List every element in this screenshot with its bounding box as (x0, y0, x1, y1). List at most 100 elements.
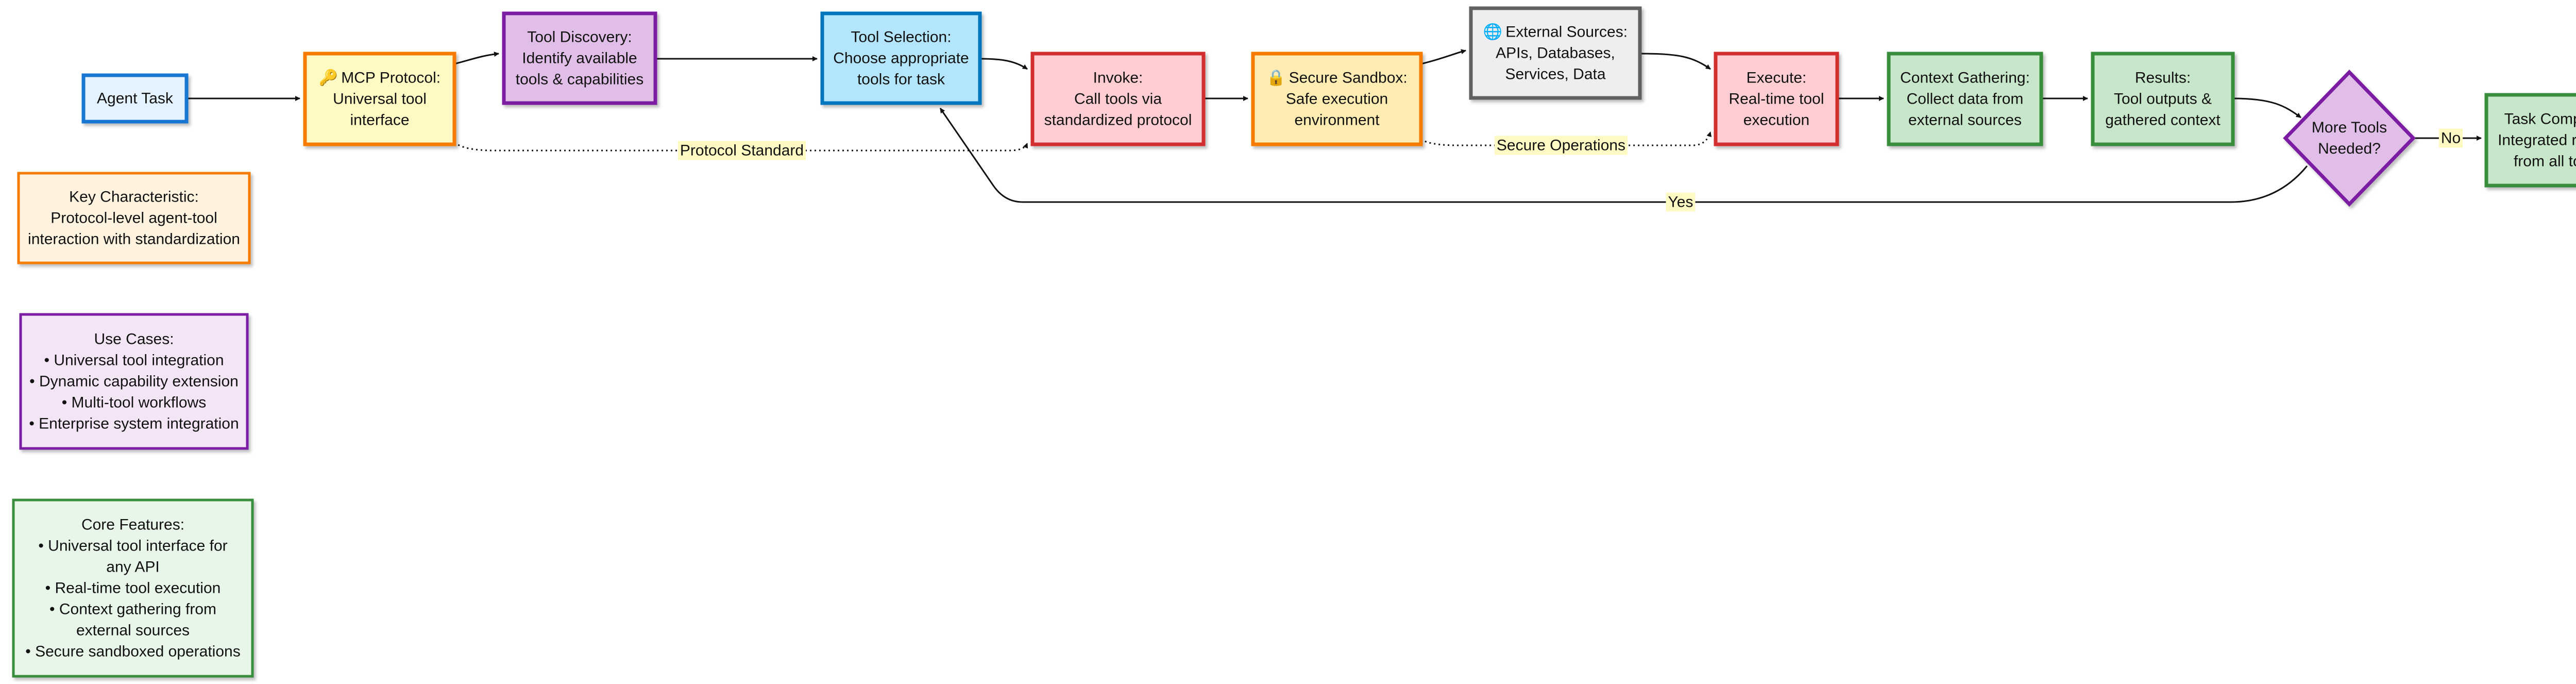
tool-selection-node: Tool Selection: Choose appropriate tools f… (820, 11, 982, 105)
execute-node: Execute: Real-time tool execution (1714, 52, 1839, 146)
agent-task-line: Agent Task (97, 90, 174, 107)
use-cases-line: • Multi-tool workflows (62, 394, 207, 411)
task-complete-line: Integrated results (2498, 132, 2576, 149)
tool-selection-line: tools for task (857, 71, 945, 88)
external-sources-node: 🌐External Sources:APIs, Databases,Servic… (1469, 6, 1642, 100)
edge-label-text: Protocol Standard (680, 142, 804, 159)
more-tools-line: Needed? (2318, 140, 2381, 157)
secure-sandbox-node: 🔒Secure Sandbox: Safe execution environmen… (1251, 52, 1423, 146)
edge-label-text: Secure Operations (1497, 137, 1625, 154)
use-cases-line: Use Cases: (94, 331, 174, 348)
core-features-line: • Context gathering from (49, 601, 216, 618)
edge-label-yes: Yes (1666, 192, 1696, 212)
results-line: gathered context (2105, 112, 2221, 129)
tool-discovery-line: tools & capabilities (516, 71, 643, 88)
key-icon: 🔑 (319, 68, 338, 87)
edge-label-background (2438, 128, 2463, 148)
edge-label-text: Yes (1668, 194, 1693, 211)
tool-discovery-line: Identify available (522, 50, 637, 67)
core-features-line: external sources (76, 622, 190, 639)
task-complete-node: Task Complete: Integrated results from all… (2484, 93, 2576, 188)
agent-task-shape (81, 73, 189, 124)
secure-sandbox-line: Safe execution (1286, 91, 1388, 108)
invoke-line: Call tools via (1074, 91, 1162, 108)
tool-selection-shape (820, 11, 982, 105)
edge-label-background (677, 141, 806, 160)
core-features-line: Core Features: (81, 516, 184, 533)
key-characteristic-line: Key Characteristic: (69, 189, 199, 206)
execute-line: execution (1743, 112, 1809, 129)
key-characteristic-line: Protocol-level agent-tool (50, 210, 217, 227)
secure-sandbox-line: Secure Sandbox: (1289, 70, 1408, 87)
external-sources-line: Services, Data (1505, 66, 1605, 83)
use-cases-line: • Universal tool integration (44, 352, 224, 369)
use-cases-line: • Dynamic capability extension (29, 373, 239, 390)
secure-sandbox-shape (1251, 52, 1423, 146)
edge-decision-yes-loop (939, 108, 2308, 203)
external-sources-line: APIs, Databases, (1496, 45, 1615, 62)
edge-label-no: No (2438, 128, 2463, 148)
tool-selection-line: Choose appropriate (833, 50, 969, 67)
invoke-shape (1030, 52, 1206, 146)
execute-line: Execute: (1747, 70, 1807, 87)
invoke-line: Invoke: (1093, 70, 1143, 87)
context-gathering-line: Context Gathering: (1900, 70, 2030, 87)
secure-sandbox-line: environment (1294, 112, 1380, 129)
nodes-layer: Agent Task 🔑MCP Protocol: Universal tool in… (12, 6, 2576, 678)
edge-sandbox-to-external (1420, 49, 1466, 65)
context-gathering-shape (1887, 52, 2043, 146)
tool-discovery-shape (502, 11, 657, 105)
key-characteristic-line: interaction with standardization (28, 231, 240, 248)
mcp-protocol-line: interface (350, 112, 409, 129)
context-gathering-line: Collect data from (1907, 91, 2024, 108)
edge-results-to-decision (2232, 97, 2301, 119)
core-features-line: • Secure sandboxed operations (25, 643, 240, 660)
use-cases-node: Use Cases: • Universal tool integration • … (19, 313, 249, 450)
edge-label-protocol-standard: Protocol Standard (677, 141, 806, 160)
edge-label-secure-operations: Secure Operations (1494, 136, 1628, 155)
lock-icon: 🔒 (1266, 70, 1285, 87)
core-features-line: • Universal tool interface for (38, 538, 227, 555)
tool-discovery-line: Tool Discovery: (527, 29, 632, 46)
edge-mcp-to-discovery (454, 52, 499, 65)
globe-icon: 🌐 (1483, 23, 1502, 41)
edge-label-background (1666, 192, 1696, 212)
results-shape (2091, 52, 2235, 146)
tool-selection-line: Tool Selection: (851, 29, 951, 46)
agent-task-node: Agent Task (81, 73, 189, 124)
tool-discovery-node: Tool Discovery: Identify available tools &… (502, 11, 657, 105)
task-complete-line: Task Complete: (2504, 111, 2576, 128)
results-line: Tool outputs & (2114, 91, 2212, 108)
edge-sandbox-secure-ops (1420, 131, 1712, 146)
execute-line: Real-time tool (1728, 91, 1824, 108)
task-complete-line: from all tools (2514, 153, 2576, 170)
edge-selection-to-invoke (979, 58, 1028, 70)
mcp-protocol-line: MCP Protocol: (341, 70, 440, 87)
mcp-protocol-line: Universal tool (333, 91, 427, 108)
core-features-shape (12, 498, 254, 678)
edge-mcp-protocol-standard (454, 141, 1028, 152)
more-tools-shape (2283, 69, 2416, 207)
key-characteristic-node: Key Characteristic: Protocol-level agent-… (17, 172, 251, 264)
task-complete-shape (2484, 93, 2576, 188)
mcp-protocol-shape (303, 52, 456, 146)
edges-layer (187, 49, 2482, 203)
invoke-line: standardized protocol (1044, 112, 1192, 129)
context-gathering-line: external sources (1908, 112, 2022, 129)
mcp-protocol-node: 🔑MCP Protocol: Universal tool interface (303, 52, 456, 146)
core-features-line: • Real-time tool execution (45, 580, 221, 597)
results-line: Results: (2135, 70, 2191, 87)
edge-label-background (1494, 136, 1628, 155)
external-sources-shape (1469, 6, 1642, 100)
results-node: Results: Tool outputs & gathered context (2091, 52, 2235, 146)
edge-label-text: No (2441, 130, 2461, 147)
execute-shape (1714, 52, 1839, 146)
more-tools-line: More Tools (2312, 119, 2387, 136)
key-characteristic-shape (17, 172, 251, 264)
core-features-line: any API (106, 559, 159, 576)
core-features-node: Core Features: • Universal tool interface… (12, 498, 254, 678)
invoke-node: Invoke: Call tools via standardized protoc… (1030, 52, 1206, 146)
